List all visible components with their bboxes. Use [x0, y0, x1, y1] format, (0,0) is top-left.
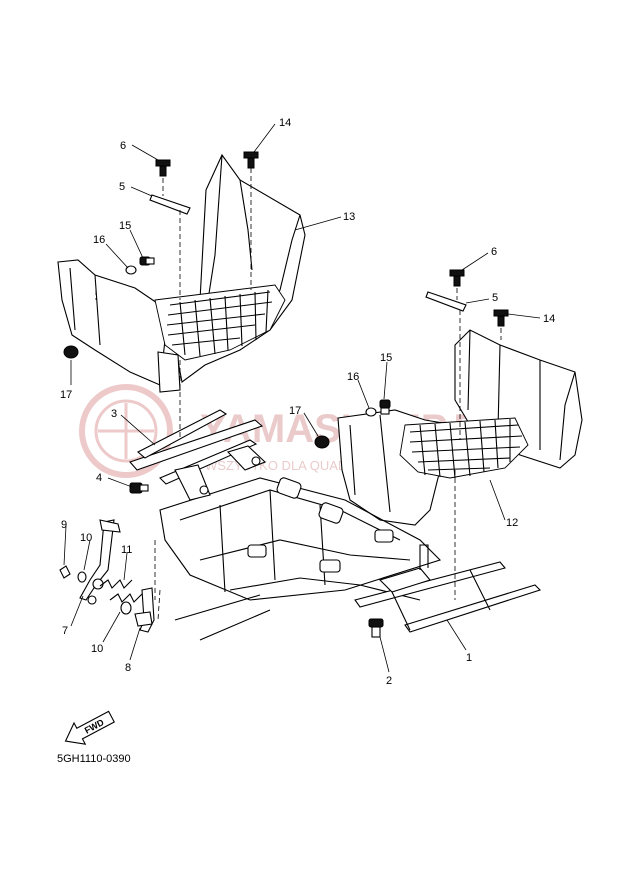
- washer-16-right: [365, 407, 377, 417]
- brake-pedal-7: [79, 519, 121, 605]
- plate-5-left: [149, 194, 191, 215]
- callout-4: 4: [96, 472, 102, 484]
- frame: [159, 477, 442, 641]
- callout-labels: 6 14 5 15 16 13 17 3 4 6 5 14 15 16 17 1…: [60, 117, 555, 687]
- washer-16-left: [125, 265, 137, 275]
- left-footrest-13: [57, 153, 306, 393]
- right-footrest-grid: [409, 419, 523, 479]
- washer-10-lower: [120, 601, 132, 615]
- callout-14-right: 14: [543, 313, 555, 325]
- callout-3: 3: [111, 408, 117, 420]
- callout-8: 8: [125, 662, 131, 674]
- callout-2: 2: [386, 675, 392, 687]
- left-bracket-3: [129, 409, 267, 501]
- callout-9: 9: [61, 519, 67, 531]
- callout-5-right: 5: [492, 292, 498, 304]
- lever-8: [134, 587, 155, 633]
- pin-9: [59, 565, 71, 579]
- bolt-6-left: [155, 159, 171, 177]
- callout-6-left: 6: [120, 140, 126, 152]
- callout-13: 13: [343, 211, 355, 223]
- callout-1: 1: [466, 652, 472, 664]
- bolt-2: [368, 618, 384, 638]
- bolt-14-right: [493, 309, 509, 327]
- nut-17-left: [63, 345, 79, 359]
- callout-15-left: 15: [119, 220, 131, 232]
- leader-lines: [63, 123, 541, 673]
- callout-17-right: 17: [289, 405, 301, 417]
- callout-6-right: 6: [491, 246, 497, 258]
- callout-7: 7: [62, 625, 68, 637]
- callout-14-left: 14: [279, 117, 291, 129]
- bolt-6-right: [449, 269, 465, 287]
- bolt-15-right: [379, 399, 391, 415]
- callout-12: 12: [506, 517, 518, 529]
- diagram-code: 5GH1110-0390: [57, 753, 131, 765]
- assembly-lines: [95, 168, 502, 621]
- bolt-4: [129, 482, 149, 494]
- callout-16-left: 16: [93, 234, 105, 246]
- washer-10-upper: [77, 571, 87, 583]
- callout-5-left: 5: [119, 181, 125, 193]
- watermark-logo-icon: [79, 384, 173, 478]
- springs-11: [99, 579, 143, 603]
- nut-17-right: [314, 435, 330, 449]
- right-bracket-1: [354, 544, 542, 633]
- left-footrest-grid: [166, 289, 273, 357]
- callout-16-right: 16: [347, 371, 359, 383]
- callout-15-right: 15: [380, 352, 392, 364]
- callout-17-left: 17: [60, 389, 72, 401]
- fwd-arrow-icon: FWD: [64, 710, 115, 745]
- callout-10-lower: 10: [91, 643, 103, 655]
- right-footrest-12: [337, 329, 583, 526]
- bolt-15-left: [139, 256, 155, 266]
- plate-5-right: [425, 291, 467, 312]
- callout-11: 11: [121, 544, 132, 556]
- bolt-14-left: [243, 151, 259, 169]
- callout-10-upper: 10: [80, 532, 92, 544]
